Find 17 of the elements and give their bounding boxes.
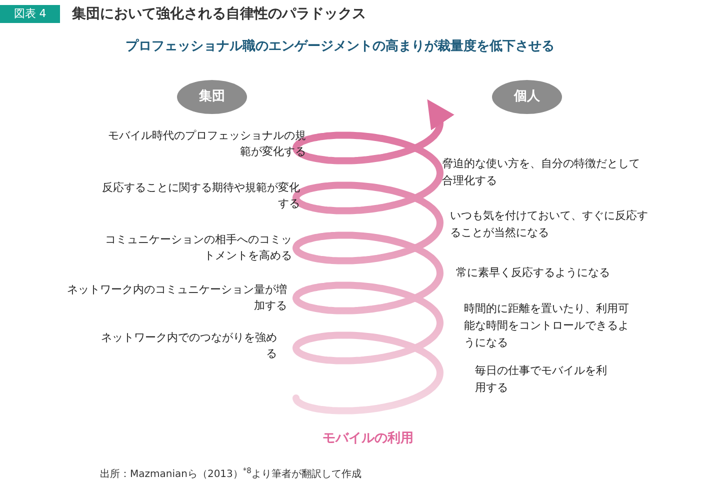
figure-title: 集団において強化される自律性のパラドックス [72,5,366,24]
source-note: 出所：Mazmanianら（2013）$^{*8}$より筆者が翻訳して作成 [100,467,362,482]
annotation-text: 反応することに関する期待や規範が変化する [101,180,300,212]
group-pill: 集団 [177,80,247,114]
axis-label: モバイルの利用 [322,430,414,448]
annotation-text: 常に素早く反応するようになる [456,265,611,281]
annotation-text: 毎日の仕事でモバイルを利用する [475,363,608,396]
annotation-text: ネットワーク内でのつながりを強める [100,330,277,362]
subtitle: プロフェッショナル職のエンゲージメントの高まりが裁量度を低下させる [124,38,556,56]
annotation-text: モバイル時代のプロフェッショナルの規範が変化する [107,128,306,160]
individual-pill: 個人 [492,80,562,114]
figure-number-tag: 図表 4 [0,5,60,23]
annotation-text: 脅迫的な使い方を、自分の特徴だとして合理化する [442,156,641,189]
annotation-text: いつも気を付けておいて、すぐに反応することが当然になる [450,208,649,241]
annotation-text: コミュニケーションの相手へのコミットメントを高める [104,232,292,264]
annotation-text: 時間的に距離を置いたり、利用可能な時間をコントロールできるようになる [464,301,630,351]
annotation-text: ネットワーク内のコミュニケーション量が増加する [66,282,287,314]
